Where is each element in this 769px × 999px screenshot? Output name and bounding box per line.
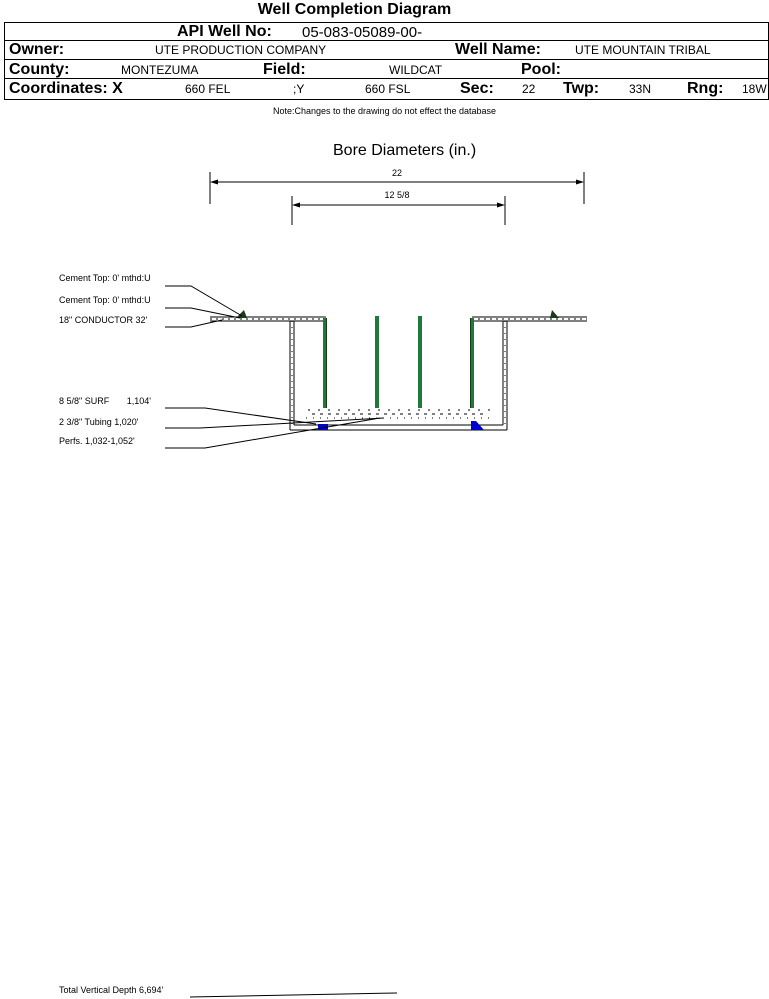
sec-label: Sec:: [460, 80, 494, 97]
rng-value: 18W: [742, 82, 767, 96]
bore-diameters-title: Bore Diameters (in.): [333, 142, 477, 159]
tubing-label: 2 3/8" Tubing 1,020': [59, 417, 139, 427]
cement-top-label-2: Cement Top: 0' mthd:U: [59, 295, 151, 305]
leader-lines: [165, 285, 398, 998]
well-name-label: Well Name:: [455, 41, 541, 58]
field-label: Field:: [263, 61, 306, 78]
header-row-api: API Well No: 05-083-05089-00-: [4, 22, 769, 41]
twp-label: Twp:: [563, 80, 600, 97]
coordinates-y-label: ;Y: [293, 82, 305, 96]
pool-label: Pool:: [521, 61, 561, 78]
surface-casing: [323, 318, 474, 408]
conductor-casing: [210, 316, 587, 322]
total-depth-label: Total Vertical Depth 6,694': [59, 985, 164, 995]
rng-label: Rng:: [687, 80, 724, 97]
outer-diameter-dimension: 22: [209, 168, 585, 204]
field-value: WILDCAT: [389, 63, 443, 77]
county-value: MONTEZUMA: [121, 63, 199, 77]
cement-top-marker-right: [550, 310, 559, 318]
packer-right: [471, 421, 484, 430]
coordinates-label: Coordinates: X: [9, 80, 123, 97]
header-row-coordinates: Coordinates: X 660 FEL ;Y 660 FSL Sec: 2…: [4, 78, 769, 100]
perforations: [306, 409, 492, 419]
conductor-label: 18" CONDUCTOR 32': [59, 315, 148, 325]
header-row-county: County: MONTEZUMA Field: WILDCAT Pool:: [4, 59, 769, 79]
tubing: [375, 316, 422, 408]
surface-casing-label: 8 5/8" SURF 1,104': [59, 396, 151, 406]
header-row-owner: Owner: UTE PRODUCTION COMPANY Well Name:…: [4, 40, 769, 60]
inner-diameter-label: 12 5/8: [384, 190, 409, 200]
outer-diameter-label: 22: [392, 168, 402, 178]
well-name-value: UTE MOUNTAIN TRIBAL: [575, 43, 711, 57]
owner-label: Owner:: [9, 41, 65, 58]
inner-diameter-dimension: 12 5/8: [291, 190, 506, 225]
owner-value: UTE PRODUCTION COMPANY: [155, 43, 327, 57]
cement-top-label-1: Cement Top: 0' mthd:U: [59, 273, 151, 283]
page-title: Well Completion Diagram: [257, 1, 452, 18]
perfs-label: Perfs. 1,032-1,052': [59, 436, 135, 446]
sec-value: 22: [522, 82, 536, 96]
coordinates-y-value: 660 FSL: [365, 82, 411, 96]
twp-value: 33N: [629, 82, 652, 96]
coordinates-x-value: 660 FEL: [185, 82, 231, 96]
cement-top-marker-left: [236, 310, 247, 318]
api-label: API Well No:: [177, 23, 272, 40]
database-note: Note:Changes to the drawing do not effec…: [273, 106, 496, 116]
api-value: 05-083-05089-00-: [302, 24, 423, 41]
county-label: County:: [9, 61, 70, 78]
